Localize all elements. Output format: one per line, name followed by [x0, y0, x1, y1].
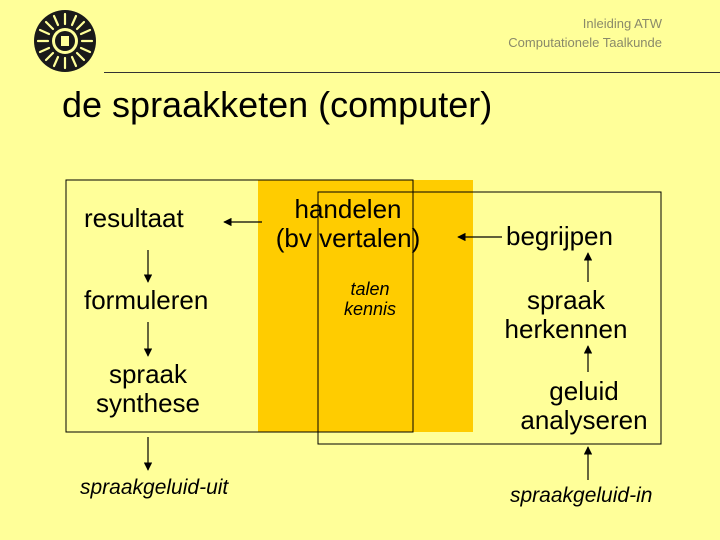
slide-title: de spraakketen (computer) [62, 84, 493, 125]
label-talen-kennis: talen kennis [326, 279, 414, 320]
university-seal-logo [34, 10, 96, 72]
label-spraak-synthese-line1: spraak [108, 359, 188, 389]
label-formuleren: formuleren [84, 285, 209, 315]
label-geluid-analyseren-line1: geluid [549, 376, 619, 406]
label-spraak-herkennen: spraak herkennen [488, 286, 644, 343]
label-begrijpen: begrijpen [506, 221, 613, 251]
label-spraak-synthese-line2: synthese [95, 387, 201, 418]
generation-box [65, 179, 414, 433]
label-talen-kennis-line2: kennis [343, 298, 397, 319]
label-handelen-line2: (bv vertalen) [275, 222, 421, 253]
label-spraak-herkennen-line2: herkennen [504, 313, 628, 344]
label-resultaat: resultaat [84, 203, 184, 233]
label-handelen-line1: handelen [294, 194, 402, 224]
label-geluid-analyseren-line2: analyseren [520, 404, 648, 435]
language-knowledge-band [258, 180, 473, 432]
label-talen-kennis-line1: talen [350, 279, 390, 299]
header-course-subtitle: Computationele Taalkunde [508, 35, 662, 50]
label-spraakgeluid-uit: spraakgeluid-uit [80, 476, 229, 499]
header-course-title: Inleiding ATW [582, 16, 662, 31]
label-spraak-herkennen-line1: spraak [526, 285, 606, 315]
understanding-box [317, 191, 662, 445]
label-geluid-analyseren: geluid analyseren [504, 377, 664, 434]
label-spraak-synthese: spraak synthese [84, 360, 212, 417]
label-handelen: handelen (bv vertalen) [256, 195, 440, 252]
label-spraakgeluid-in: spraakgeluid-in [510, 484, 653, 507]
header-divider [104, 72, 720, 73]
